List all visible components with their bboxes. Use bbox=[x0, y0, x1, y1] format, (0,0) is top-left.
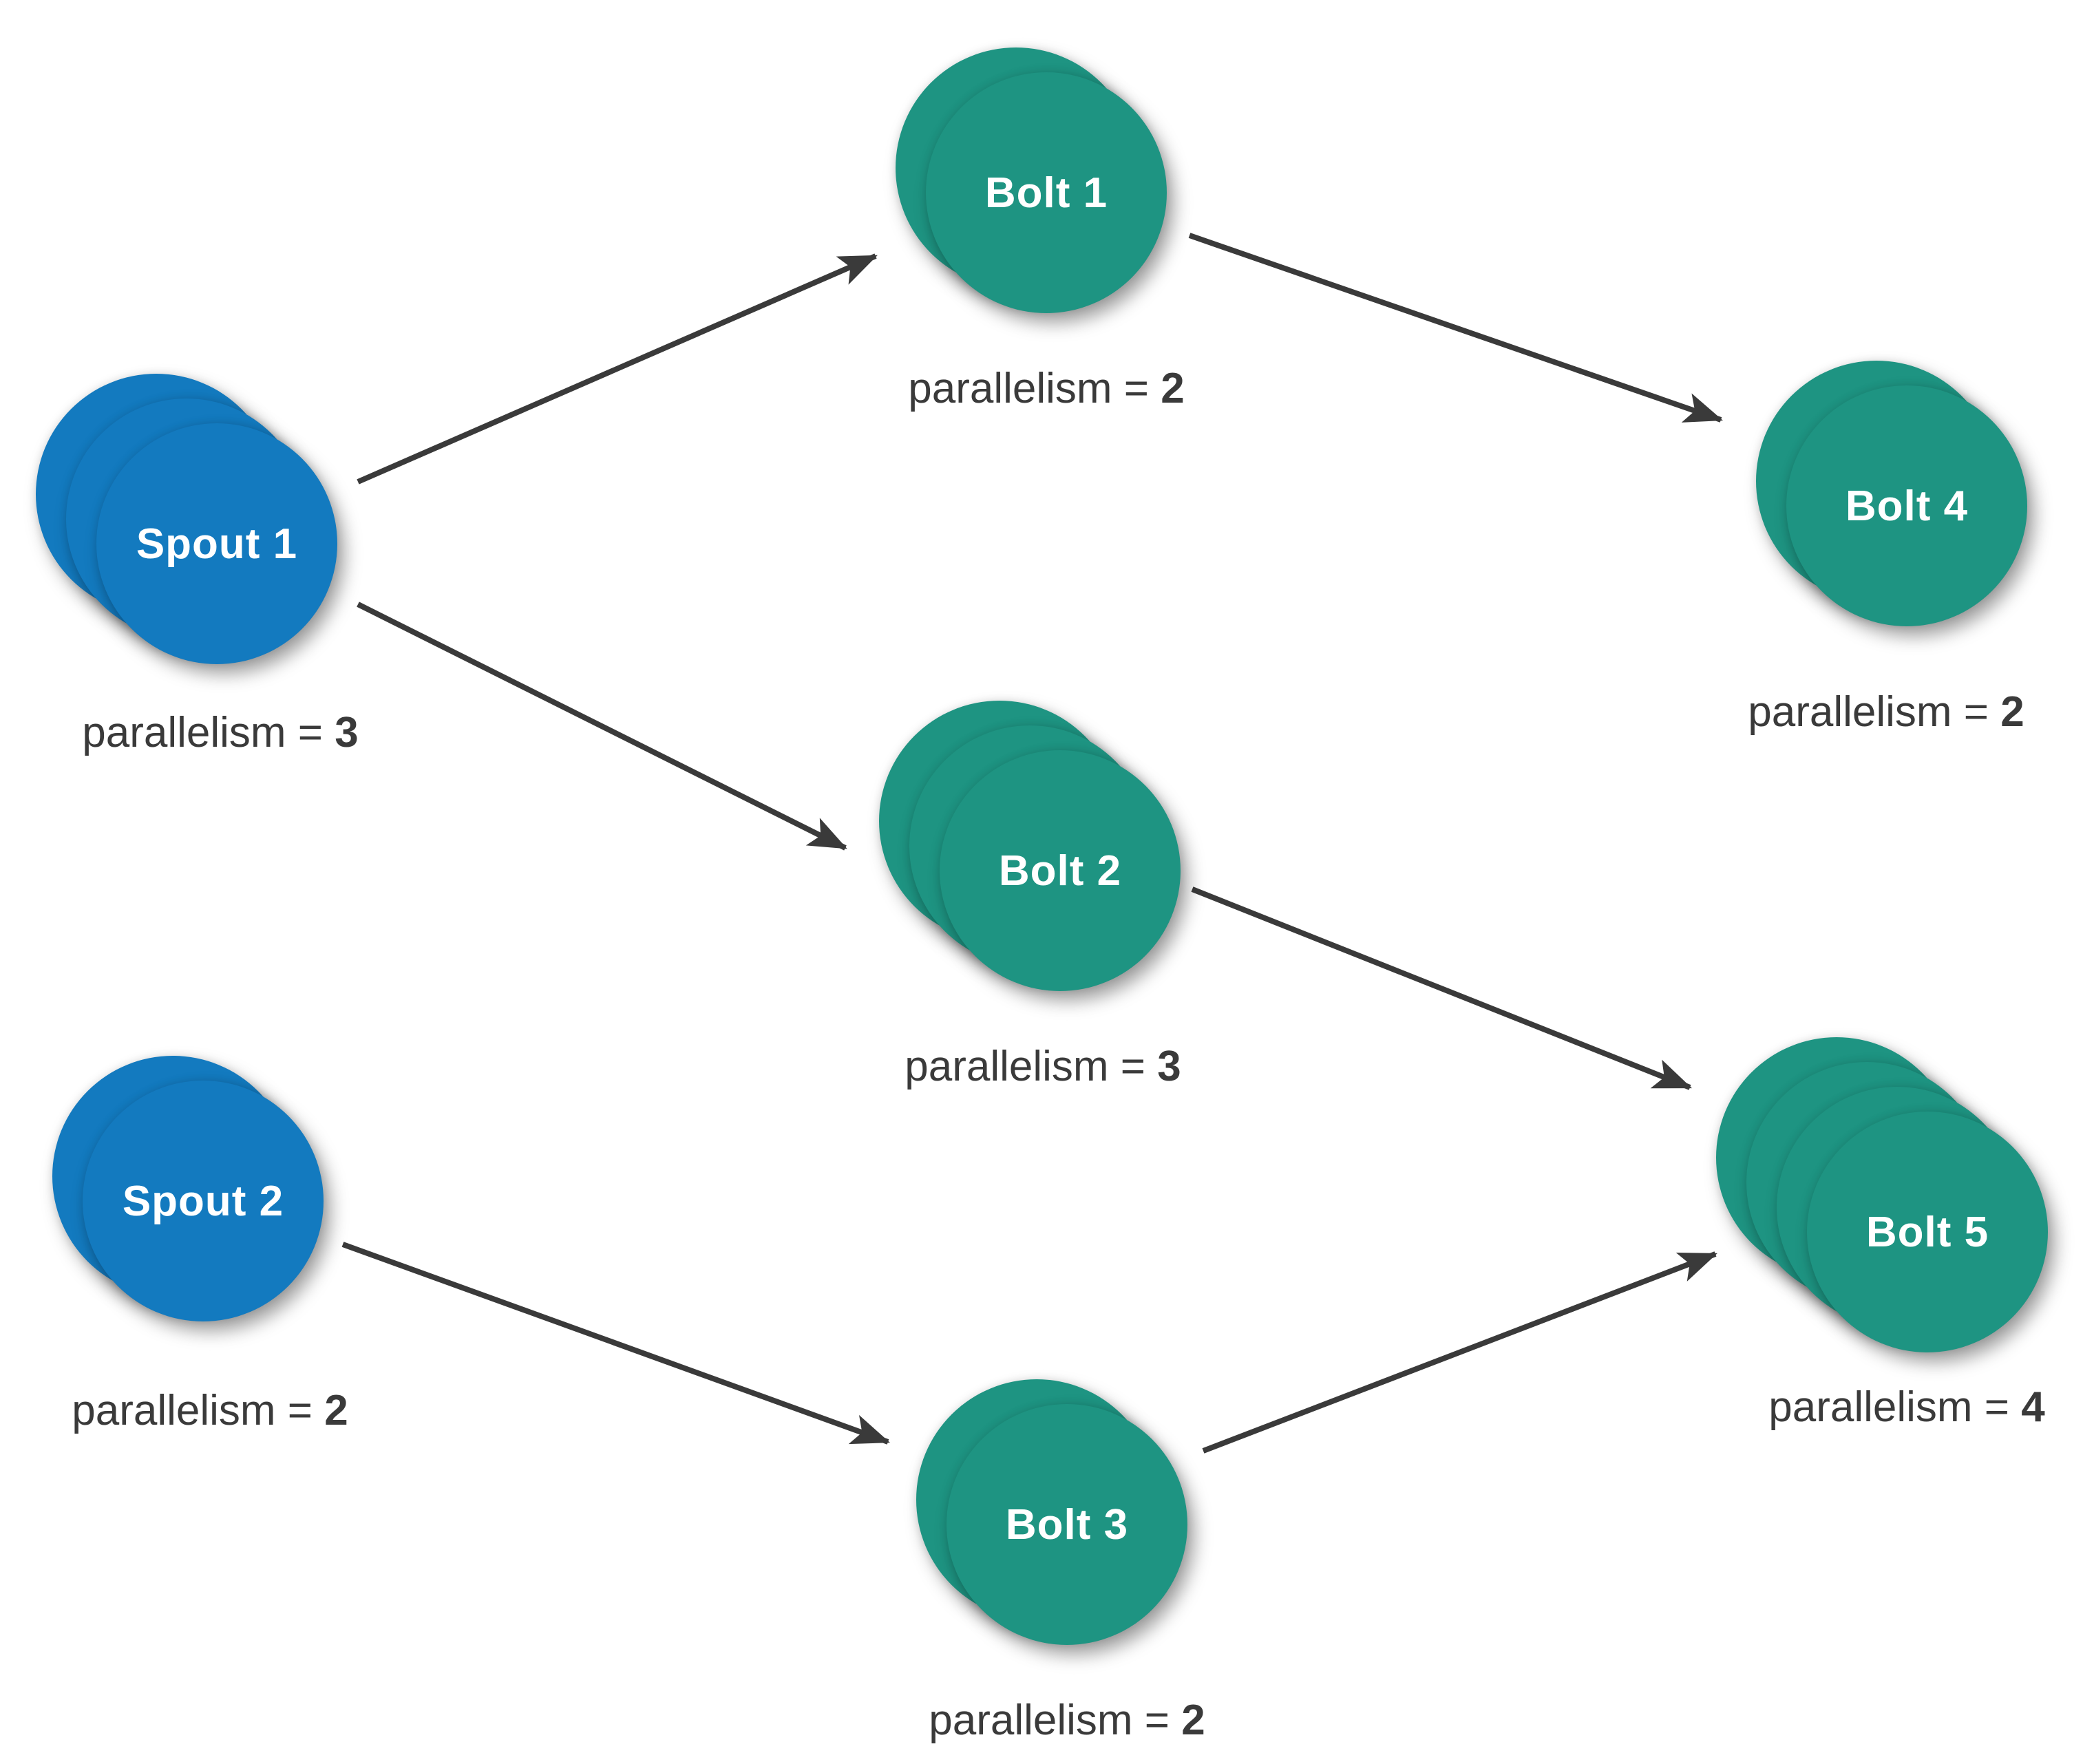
node-label: Spout 2 bbox=[122, 1177, 284, 1225]
node-label: Bolt 4 bbox=[1845, 482, 1969, 530]
parallelism-prefix: parallelism = bbox=[82, 709, 335, 756]
edge-spout1-to-bolt1 bbox=[357, 253, 878, 485]
parallelism-label-spout-1: parallelism = 3 bbox=[0, 705, 482, 761]
parallelism-prefix: parallelism = bbox=[929, 1697, 1182, 1744]
node-circle: Bolt 3 bbox=[946, 1404, 1187, 1645]
edge-bolt3-to-bolt5 bbox=[1202, 1251, 1717, 1454]
node-circle: Bolt 1 bbox=[926, 72, 1167, 313]
node-label: Spout 1 bbox=[136, 520, 298, 568]
parallelism-value: 3 bbox=[335, 709, 359, 756]
edge-spout1-to-bolt2 bbox=[357, 602, 847, 851]
parallelism-label-bolt-2: parallelism = 3 bbox=[781, 1039, 1304, 1094]
parallelism-prefix: parallelism = bbox=[72, 1387, 325, 1434]
node-bolt-1: Bolt 1 bbox=[896, 47, 1167, 313]
node-label: Bolt 3 bbox=[1005, 1500, 1129, 1549]
node-spout-1: Spout 1 bbox=[36, 374, 337, 664]
parallelism-label-bolt-1: parallelism = 2 bbox=[785, 361, 1308, 416]
parallelism-prefix: parallelism = bbox=[1748, 688, 2001, 736]
parallelism-prefix: parallelism = bbox=[1768, 1383, 2022, 1431]
node-circle: Spout 1 bbox=[96, 423, 337, 664]
node-label: Bolt 5 bbox=[1865, 1208, 1989, 1256]
node-circle: Bolt 2 bbox=[940, 750, 1181, 991]
parallelism-label-bolt-5: parallelism = 4 bbox=[1645, 1380, 2094, 1435]
parallelism-value: 3 bbox=[1157, 1043, 1181, 1090]
node-label: Bolt 2 bbox=[998, 847, 1122, 895]
parallelism-value: 2 bbox=[2000, 688, 2024, 736]
node-circle: Bolt 4 bbox=[1786, 385, 2027, 626]
edge-bolt1-to-bolt4 bbox=[1188, 233, 1724, 423]
node-label: Bolt 1 bbox=[984, 169, 1108, 217]
node-circle: Spout 2 bbox=[83, 1081, 324, 1321]
parallelism-label-bolt-4: parallelism = 2 bbox=[1625, 685, 2094, 740]
node-spout-2: Spout 2 bbox=[52, 1056, 324, 1321]
edge-spout2-to-bolt3 bbox=[341, 1242, 891, 1445]
node-bolt-5: Bolt 5 bbox=[1716, 1037, 2048, 1352]
node-bolt-2: Bolt 2 bbox=[879, 701, 1181, 991]
parallelism-prefix: parallelism = bbox=[908, 365, 1161, 412]
parallelism-value: 2 bbox=[324, 1387, 348, 1434]
parallelism-value: 4 bbox=[2021, 1383, 2045, 1431]
node-bolt-4: Bolt 4 bbox=[1756, 361, 2027, 626]
parallelism-label-spout-2: parallelism = 2 bbox=[0, 1383, 472, 1438]
parallelism-value: 2 bbox=[1161, 365, 1185, 412]
edge-bolt2-to-bolt5 bbox=[1191, 886, 1692, 1090]
parallelism-value: 2 bbox=[1181, 1697, 1205, 1744]
node-circle: Bolt 5 bbox=[1807, 1112, 2048, 1352]
parallelism-prefix: parallelism = bbox=[905, 1043, 1158, 1090]
node-bolt-3: Bolt 3 bbox=[916, 1379, 1187, 1645]
parallelism-label-bolt-3: parallelism = 2 bbox=[805, 1693, 1329, 1748]
